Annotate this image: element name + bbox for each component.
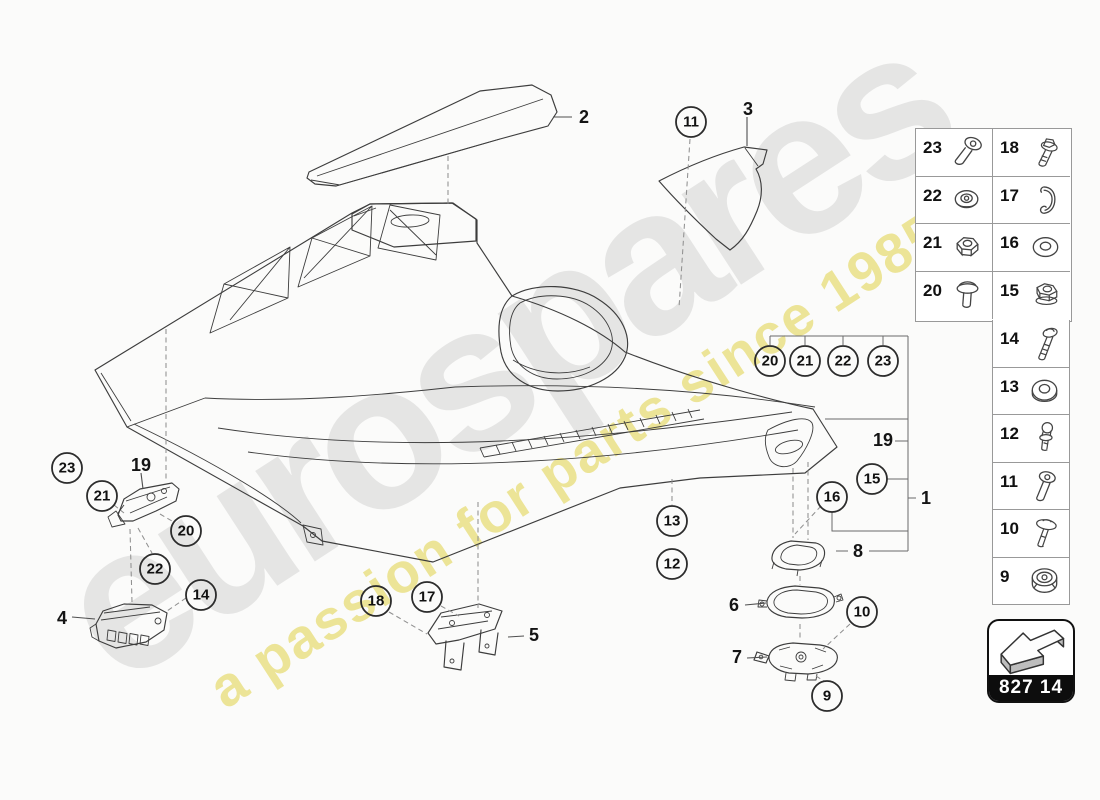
callout-18[interactable]: 18: [360, 585, 392, 617]
callout-21-left[interactable]: 21: [86, 480, 118, 512]
svg-text:12: 12: [664, 556, 681, 573]
part-label-19-left[interactable]: 19: [131, 455, 151, 475]
bracket-19-part: [107, 482, 180, 528]
engine-cover-panel: [94, 202, 838, 563]
legend-item-16[interactable]: 16: [993, 224, 1070, 272]
washer-icon: [1032, 237, 1059, 258]
callout-9[interactable]: 9: [811, 680, 843, 712]
callout-23-left[interactable]: 23: [51, 452, 83, 484]
legend-item-18[interactable]: 18: [993, 129, 1070, 177]
part-label-1[interactable]: 1: [921, 488, 931, 508]
legend-item-15[interactable]: 15: [993, 272, 1070, 320]
svg-text:16: 16: [824, 489, 841, 506]
svg-text:22: 22: [147, 561, 164, 578]
diagram-code-box[interactable]: 827 14: [987, 619, 1075, 703]
svg-text:17: 17: [419, 589, 436, 606]
legend-item-10[interactable]: 10: [993, 510, 1069, 558]
flange-screw-icon: [1038, 138, 1058, 167]
cheese-head-screw-icon: [954, 136, 982, 165]
long-screw-icon: [1038, 327, 1058, 361]
leader-lines: [71, 116, 916, 659]
svg-text:13: 13: [664, 513, 681, 530]
svg-text:23: 23: [59, 460, 76, 477]
flange-lock-nut-icon: [1035, 282, 1058, 305]
gasket-6-part: [757, 585, 844, 619]
callout-22-left[interactable]: 22: [139, 553, 171, 585]
bracket-5-part: [427, 603, 503, 671]
callout-14[interactable]: 14: [185, 579, 217, 611]
part-label-4[interactable]: 4: [57, 608, 67, 628]
callout-20-top[interactable]: 20: [754, 345, 786, 377]
part-label-3[interactable]: 3: [743, 99, 753, 119]
callout-10[interactable]: 10: [846, 596, 878, 628]
spoiler-blade-part: [306, 84, 558, 187]
part-label-6[interactable]: 6: [729, 595, 739, 615]
legend-item-23[interactable]: 23: [916, 129, 993, 177]
legend-item-21[interactable]: 21: [916, 224, 993, 272]
svg-text:14: 14: [193, 587, 210, 604]
dome-grommet-icon: [954, 189, 979, 208]
svg-text:9: 9: [823, 688, 831, 705]
part-label-19-right[interactable]: 19: [873, 430, 893, 450]
svg-text:15: 15: [864, 471, 881, 488]
callout-11[interactable]: 11: [675, 106, 707, 138]
callout-13[interactable]: 13: [656, 505, 688, 537]
legend-item-17[interactable]: 17: [993, 177, 1070, 224]
spring-clip-icon: [1039, 185, 1056, 214]
hex-nut-icon: [956, 237, 979, 257]
svg-text:10: 10: [854, 604, 871, 621]
svg-text:11: 11: [683, 114, 699, 131]
mesh-grille-part: [658, 146, 768, 251]
fastener-legend-paired: 23 18 22 17 21 16 20 15: [915, 128, 1072, 322]
part-label-5[interactable]: 5: [529, 625, 539, 645]
section-arrow-icon: [1000, 629, 1065, 675]
round-grommet-icon: [1031, 567, 1058, 593]
cover-8-part: [771, 540, 826, 577]
spacer-washer-icon: [1031, 379, 1058, 402]
callout-20-left[interactable]: 20: [170, 515, 202, 547]
callout-22-top[interactable]: 22: [827, 345, 859, 377]
callout-16[interactable]: 16: [816, 481, 848, 513]
callout-12[interactable]: 12: [656, 548, 688, 580]
part-label-8[interactable]: 8: [853, 541, 863, 561]
svg-text:23: 23: [875, 353, 892, 370]
svg-text:21: 21: [94, 488, 111, 505]
callout-15[interactable]: 15: [856, 463, 888, 495]
callout-21-top[interactable]: 21: [789, 345, 821, 377]
part-label-2[interactable]: 2: [579, 107, 589, 127]
bracket-4-part: [89, 603, 168, 649]
diagram-code: 827 14: [989, 675, 1073, 701]
dashed-leaders: [113, 138, 851, 682]
legend-item-14[interactable]: 14: [993, 320, 1069, 368]
legend-item-22[interactable]: 22: [916, 176, 993, 224]
fastener-legend-single: 14 13 12 11 10 9: [992, 320, 1070, 605]
legend-item-12[interactable]: 12: [993, 415, 1069, 463]
callout-17[interactable]: 17: [411, 581, 443, 613]
part-label-7[interactable]: 7: [732, 647, 742, 667]
svg-text:22: 22: [835, 353, 852, 370]
mushroom-stud-icon: [956, 280, 979, 308]
svg-text:20: 20: [762, 353, 779, 370]
svg-text:20: 20: [178, 523, 195, 540]
legend-item-9[interactable]: 9: [993, 558, 1069, 606]
legend-item-13[interactable]: 13: [993, 368, 1069, 415]
legend-item-20[interactable]: 20: [916, 271, 993, 319]
legend-item-11[interactable]: 11: [993, 463, 1069, 510]
ball-stud-icon: [1039, 421, 1054, 451]
svg-text:18: 18: [368, 593, 385, 610]
pan-head-screw-icon: [1036, 470, 1056, 501]
flat-head-screw-icon: [1036, 519, 1057, 548]
svg-text:21: 21: [797, 353, 814, 370]
bracket-7-part: [753, 642, 838, 682]
callout-23-top[interactable]: 23: [867, 345, 899, 377]
